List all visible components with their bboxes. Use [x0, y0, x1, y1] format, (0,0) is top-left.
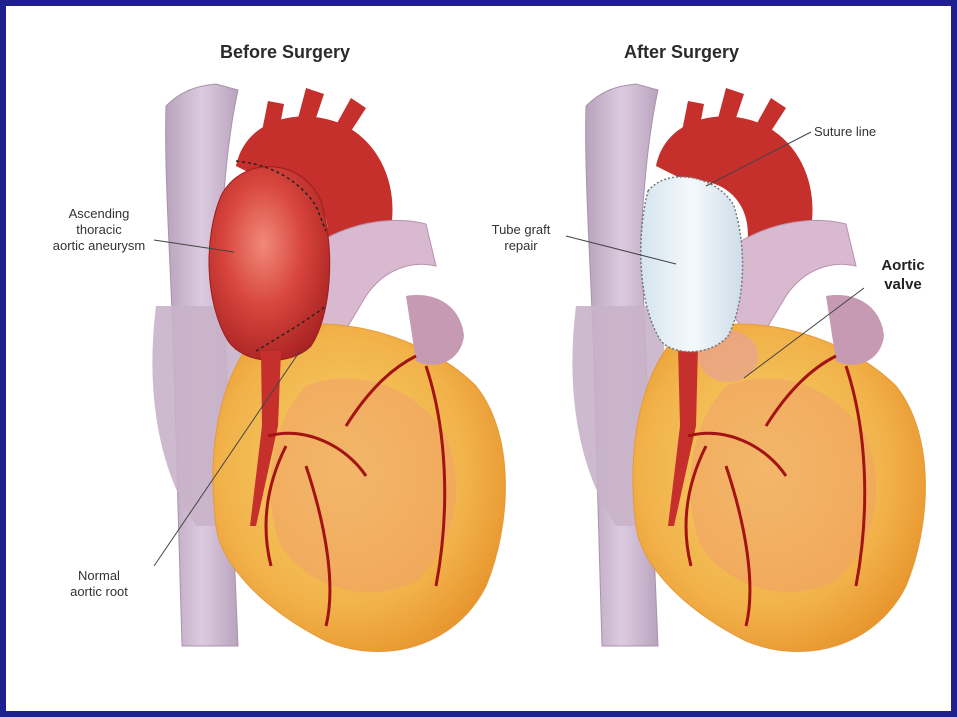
after-title: After Surgery — [624, 42, 739, 63]
aortic-valve-label-line-2: valve — [868, 275, 938, 294]
aortic-valve-label-line-1: Aortic — [868, 256, 938, 275]
aneurysm-label-line-1: Ascending — [34, 206, 164, 222]
aortic-root-label-line-1: Normal — [44, 568, 154, 584]
before-aneurysm — [209, 167, 330, 361]
suture-line-label: Suture line — [814, 124, 876, 140]
aneurysm-label-line-2: thoracic — [34, 222, 164, 238]
before-heart — [152, 84, 505, 652]
tube-graft-label-line-1: Tube graft — [476, 222, 566, 238]
aortic-root-label: Normal aortic root — [44, 568, 154, 600]
tube-graft-label-line-2: repair — [476, 238, 566, 254]
tube-graft-label: Tube graft repair — [476, 222, 566, 254]
after-tube-graft — [641, 177, 743, 352]
aneurysm-label: Ascending thoracic aortic aneurysm — [34, 206, 164, 254]
aortic-root-label-line-2: aortic root — [44, 584, 154, 600]
heart-illustration — [6, 6, 951, 711]
before-title: Before Surgery — [220, 42, 350, 63]
aneurysm-label-line-3: aortic aneurysm — [34, 238, 164, 254]
diagram-canvas: Before Surgery After Surgery Ascending t… — [6, 6, 951, 711]
after-heart — [566, 84, 925, 652]
aortic-valve-label: Aortic valve — [868, 256, 938, 294]
